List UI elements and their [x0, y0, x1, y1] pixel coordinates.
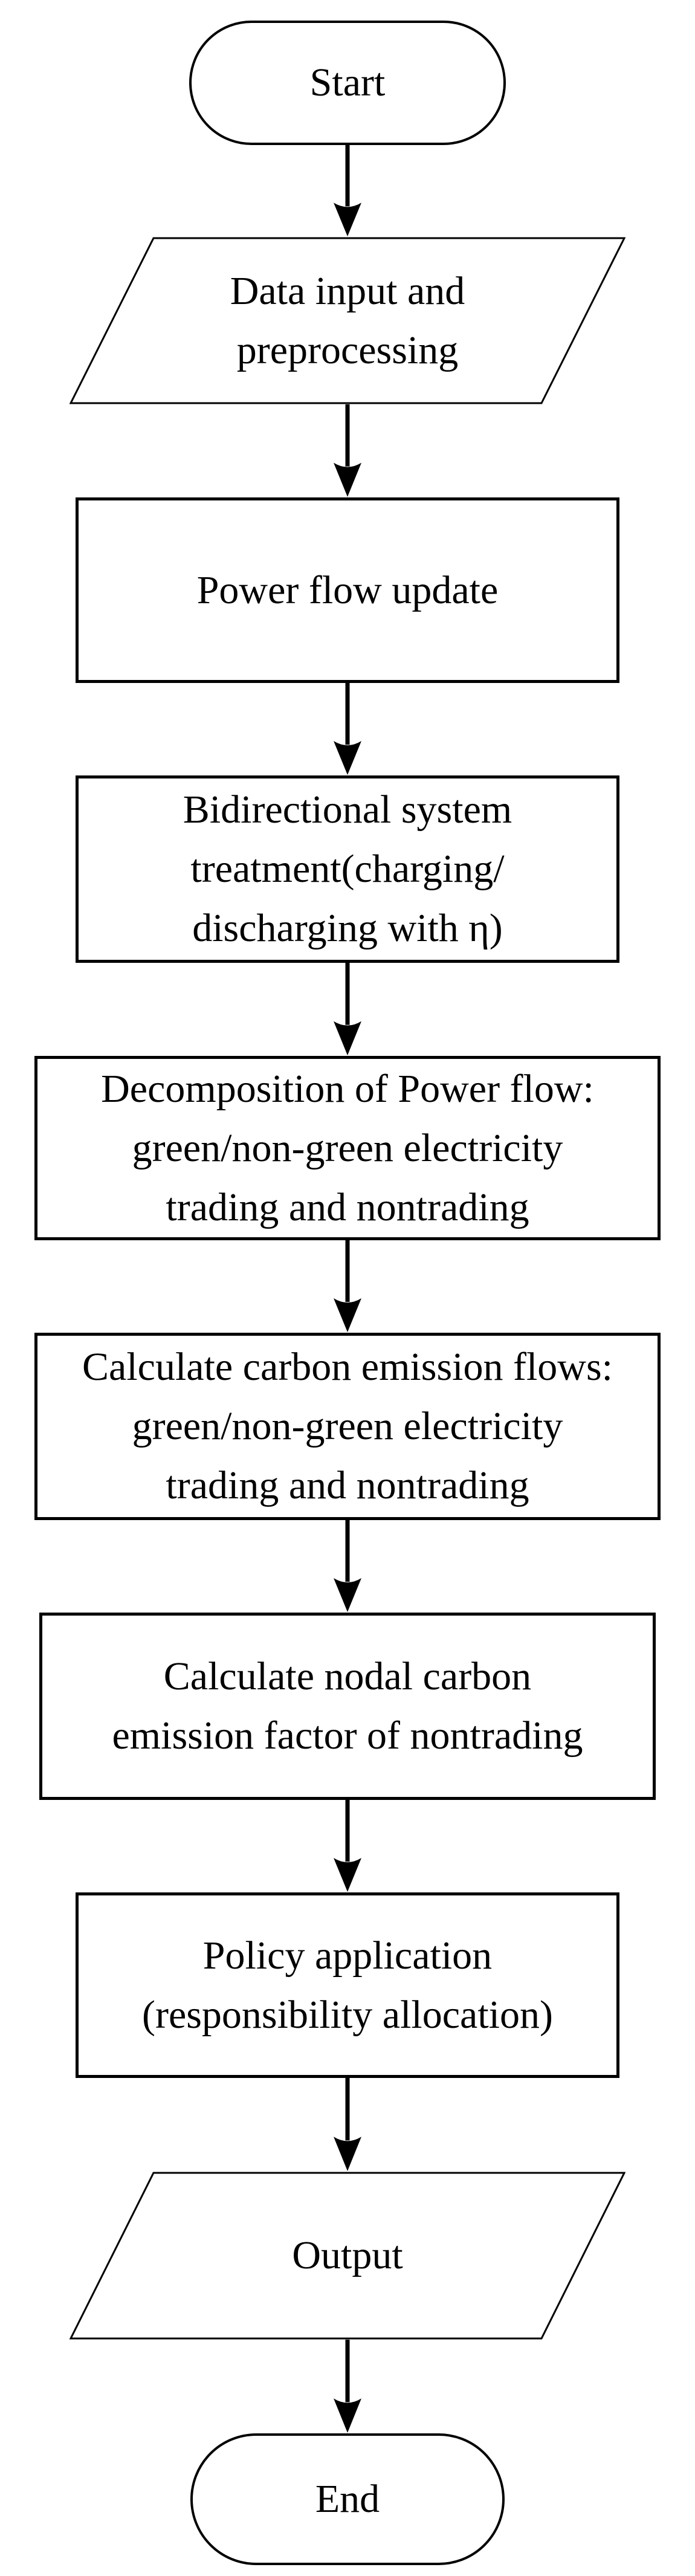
flow-arrow — [334, 683, 361, 775]
flow-arrow — [334, 1520, 361, 1612]
decomposition-box: Decomposition of Power flow: green/non-g… — [34, 1056, 661, 1240]
start-terminator: Start — [189, 21, 506, 145]
nodal-emission-factor-label: Calculate nodal carbon emission factor o… — [112, 1654, 583, 1758]
start-label: Start — [309, 60, 386, 105]
nodal-emission-factor-box: Calculate nodal carbon emission factor o… — [39, 1613, 656, 1800]
flow-arrow — [334, 404, 361, 497]
bidirectional-treatment-box: Bidirectional system treatment(charging/… — [76, 775, 619, 963]
flow-arrow — [334, 2340, 361, 2433]
output-label: Output — [292, 2233, 403, 2277]
data-input-label: Data input and preprocessing — [230, 268, 465, 372]
policy-application-box: Policy application (responsibility alloc… — [76, 1892, 619, 2078]
flow-arrow — [334, 145, 361, 237]
end-label: End — [315, 2477, 380, 2521]
end-terminator: End — [190, 2433, 505, 2565]
carbon-emission-flows-label: Calculate carbon emission flows: green/n… — [82, 1345, 613, 1507]
bidirectional-treatment-label: Bidirectional system treatment(charging/… — [183, 788, 512, 950]
flow-arrow — [334, 963, 361, 1055]
policy-application-label: Policy application (responsibility alloc… — [141, 1933, 553, 2037]
flow-arrow — [334, 2078, 361, 2171]
power-flow-update-box: Power flow update — [76, 497, 619, 683]
parallelogram-shape — [70, 2172, 626, 2340]
parallelogram-shape — [70, 237, 626, 404]
decomposition-label: Decomposition of Power flow: green/non-g… — [101, 1066, 594, 1229]
power-flow-update-label: Power flow update — [196, 568, 499, 612]
flow-arrow — [334, 1800, 361, 1892]
flow-arrow — [334, 1240, 361, 1332]
carbon-emission-flows-box: Calculate carbon emission flows: green/n… — [34, 1333, 661, 1520]
output-parallelogram: Output — [70, 2172, 626, 2340]
data-input-parallelogram: Data input and preprocessing — [70, 237, 626, 404]
